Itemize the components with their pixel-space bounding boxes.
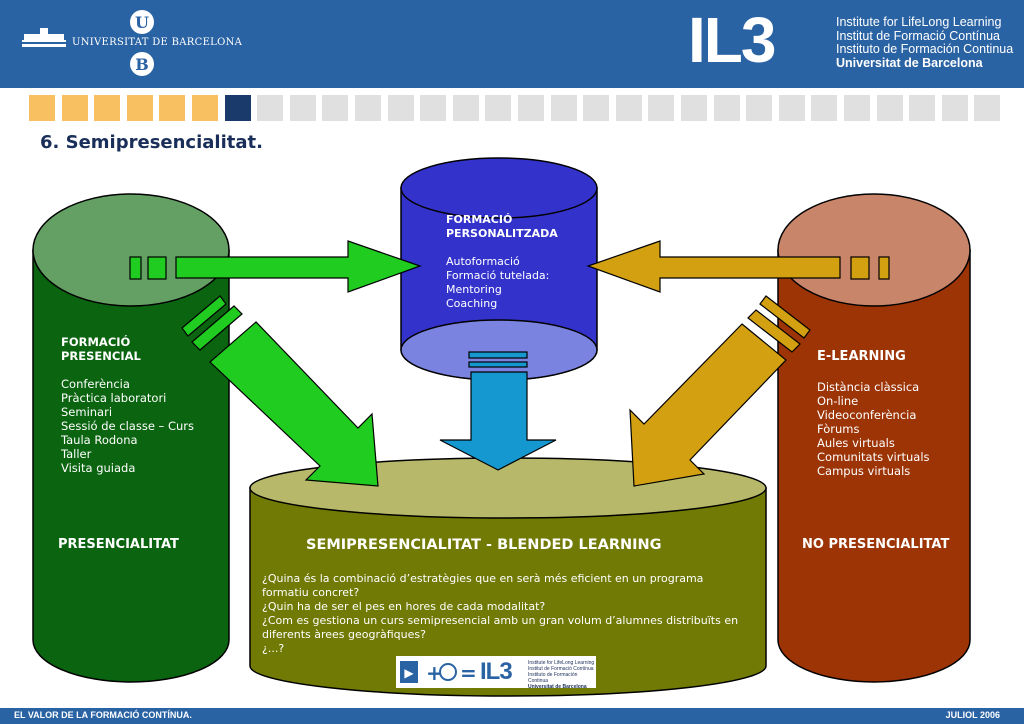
combined-logo: ▶ + = IL3 Institute for LifeLong Learnin… [396,656,596,690]
ub-logo: U B [22,10,154,76]
top-item: Mentoring [446,283,502,296]
green-diagonal-arrow [181,295,379,487]
progress-square [778,95,805,121]
logo-small-lines: Institute for LifeLong Learning Institut… [528,660,596,690]
progress-square [159,95,186,121]
il3-institute-lines: Institute for LifeLong Learning Institut… [836,15,1014,70]
header-bar [0,0,1024,88]
progress-square [322,95,349,121]
il3-line: Universitat de Barcelona [836,55,983,70]
progress-square [550,95,577,121]
top-item: Autoformació [446,255,520,268]
question: ¿Quina és la combinació d’estratègies qu… [262,572,704,599]
progress-square [681,95,707,121]
logo-il3-text: IL3 [480,658,513,685]
progress-square [615,95,642,121]
progress-square [485,95,512,121]
il3-line: Institute for LifeLong Learning [836,15,1002,29]
cyan-down-arrow [439,351,557,471]
progress-square [583,95,610,121]
logo-small-line: Institute for LifeLong Learning [528,660,595,666]
right-item: On-line [817,394,859,408]
progress-square [61,95,88,121]
top-cylinder-text: FORMACIÓ PERSONALITZADA Autoformació For… [446,213,586,311]
progress-square [257,95,284,121]
left-item: Taller [61,447,92,461]
question: ¿...? [262,642,285,655]
il3-line: Instituto de Formación Continua [836,42,1014,56]
progress-square [648,95,675,121]
top-item: Formació tutelada: [446,269,550,282]
left-item: Visita guiada [61,461,136,475]
svg-text:U: U [135,13,149,32]
left-cylinder-text: FORMACIÓ PRESENCIAL Conferència Pràctica… [61,335,226,475]
left-item: Seminari [61,405,113,419]
left-item: Taula Rodona [61,433,138,447]
progress-square [746,95,773,121]
progress-square [355,95,381,121]
right-cylinder [777,193,971,683]
no-presencialitat-label: NO PRESENCIALITAT [802,537,950,552]
footer-bar [0,708,1024,724]
il3-line: Institut de Formació Contínua [836,28,1000,43]
footer-right-text: JULIOL 2006 [945,710,1000,720]
ub-building-icon [22,28,66,47]
il3-logo: IL3 [688,4,776,76]
progress-square [387,95,414,121]
left-heading-line: PRESENCIAL [61,349,141,363]
left-item: Pràctica laboratori [61,391,167,405]
blended-heading: SEMIPRESENCIALITAT - BLENDED LEARNING [306,537,662,553]
right-item: Aules virtuals [817,436,895,450]
top-item: Coaching [446,297,498,310]
ub-name: UNIVERSITAT DE BARCELONA [72,37,243,48]
gold-diagonal-arrow [629,295,811,487]
page-title: 6. Semipresencialitat. [40,132,263,153]
progress-square [941,95,968,121]
gold-horizontal-arrow [586,240,890,293]
right-item: Videoconferència [817,408,917,422]
left-item: Conferència [61,377,130,391]
progress-square [974,95,1001,121]
question: ¿Quin ha de ser el pes en hores de cada … [262,600,546,613]
progress-square [94,95,121,121]
progress-square [518,95,544,121]
logo-small-line: Instituto de Formación Continua [528,672,578,684]
progress-square [224,95,251,121]
presencialitat-label: PRESENCIALITAT [58,537,179,552]
svg-text:=: = [460,661,477,685]
svg-text:+: + [426,661,443,685]
progress-square [192,95,218,121]
right-item: Distància clàssica [817,380,920,394]
svg-text:B: B [135,55,149,74]
footer-left-text: EL VALOR DE LA FORMACIÓ CONTÍNUA. [14,710,192,720]
green-horizontal-arrow [129,240,422,293]
logo-small-line: Universitat de Barcelona [528,684,587,690]
progress-square [29,95,55,121]
left-item: Sessió de classe – Curs [61,419,194,433]
blended-questions: ¿Quina és la combinació d’estratègies qu… [262,572,752,656]
right-item: Fòrums [817,422,860,436]
svg-text:▶: ▶ [404,666,414,680]
progress-square [713,95,740,121]
progress-square [876,95,903,121]
right-heading: E-LEARNING [817,349,906,364]
progress-square [420,95,447,121]
right-cylinder-text: E-LEARNING Distància clàssica On-line Vi… [817,349,967,479]
progress-square [844,95,870,121]
right-item: Comunitats virtuals [817,450,930,464]
progress-square [909,95,936,121]
progress-square [289,95,316,121]
logo-icons: ▶ + = [400,661,477,685]
progress-square [452,95,479,121]
right-item: Campus virtuals [817,464,911,478]
progress-square [811,95,838,121]
left-heading-line: FORMACIÓ [61,335,131,349]
logo-small-line: Institut de Formació Contínua [528,666,594,672]
top-heading-line: FORMACIÓ [446,213,513,226]
question: ¿Com es gestiona un curs semipresencial … [262,614,739,641]
progress-square [126,95,153,121]
top-heading-line: PERSONALITZADA [446,227,558,240]
